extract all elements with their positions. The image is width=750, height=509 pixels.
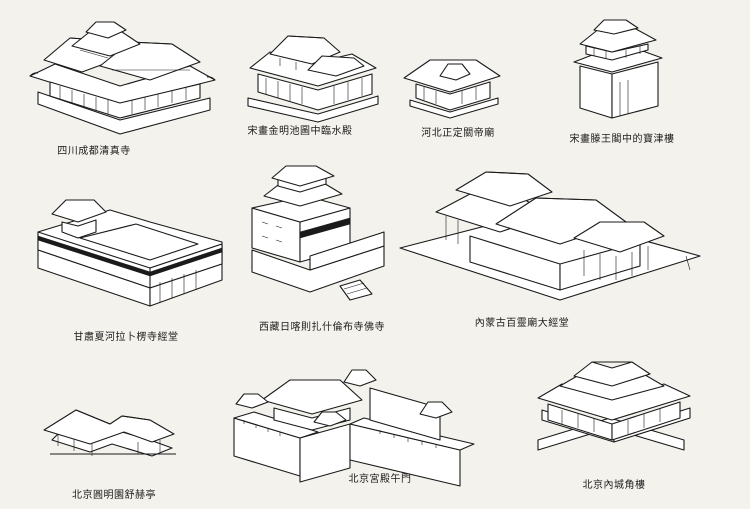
caption-guandi-temple: 河北正定關帝廟: [421, 128, 495, 139]
caption-bailing-temple: 內蒙古百靈廟大經堂: [474, 318, 570, 329]
caption-water-pavilion: 宋畫金明池圖中臨水殿: [247, 126, 353, 137]
caption-chengdu-mosque: 四川成都清真寺: [57, 146, 131, 157]
caption-labrang-hall: 甘肅夏河拉卜楞寺經堂: [73, 332, 179, 343]
caption-tashilhunpo: 西藏日喀則扎什倫布寺佛寺: [259, 322, 385, 333]
caption-meridian-gate: 北京宮殿午門: [348, 474, 412, 485]
caption-yuanmingyuan-pavilion: 北京圓明園舒赫亭: [72, 490, 156, 501]
caption-corner-tower: 北京內城角樓: [582, 480, 646, 491]
caption-baojin-tower: 宋畫滕王閣中的寶津樓: [569, 134, 675, 145]
